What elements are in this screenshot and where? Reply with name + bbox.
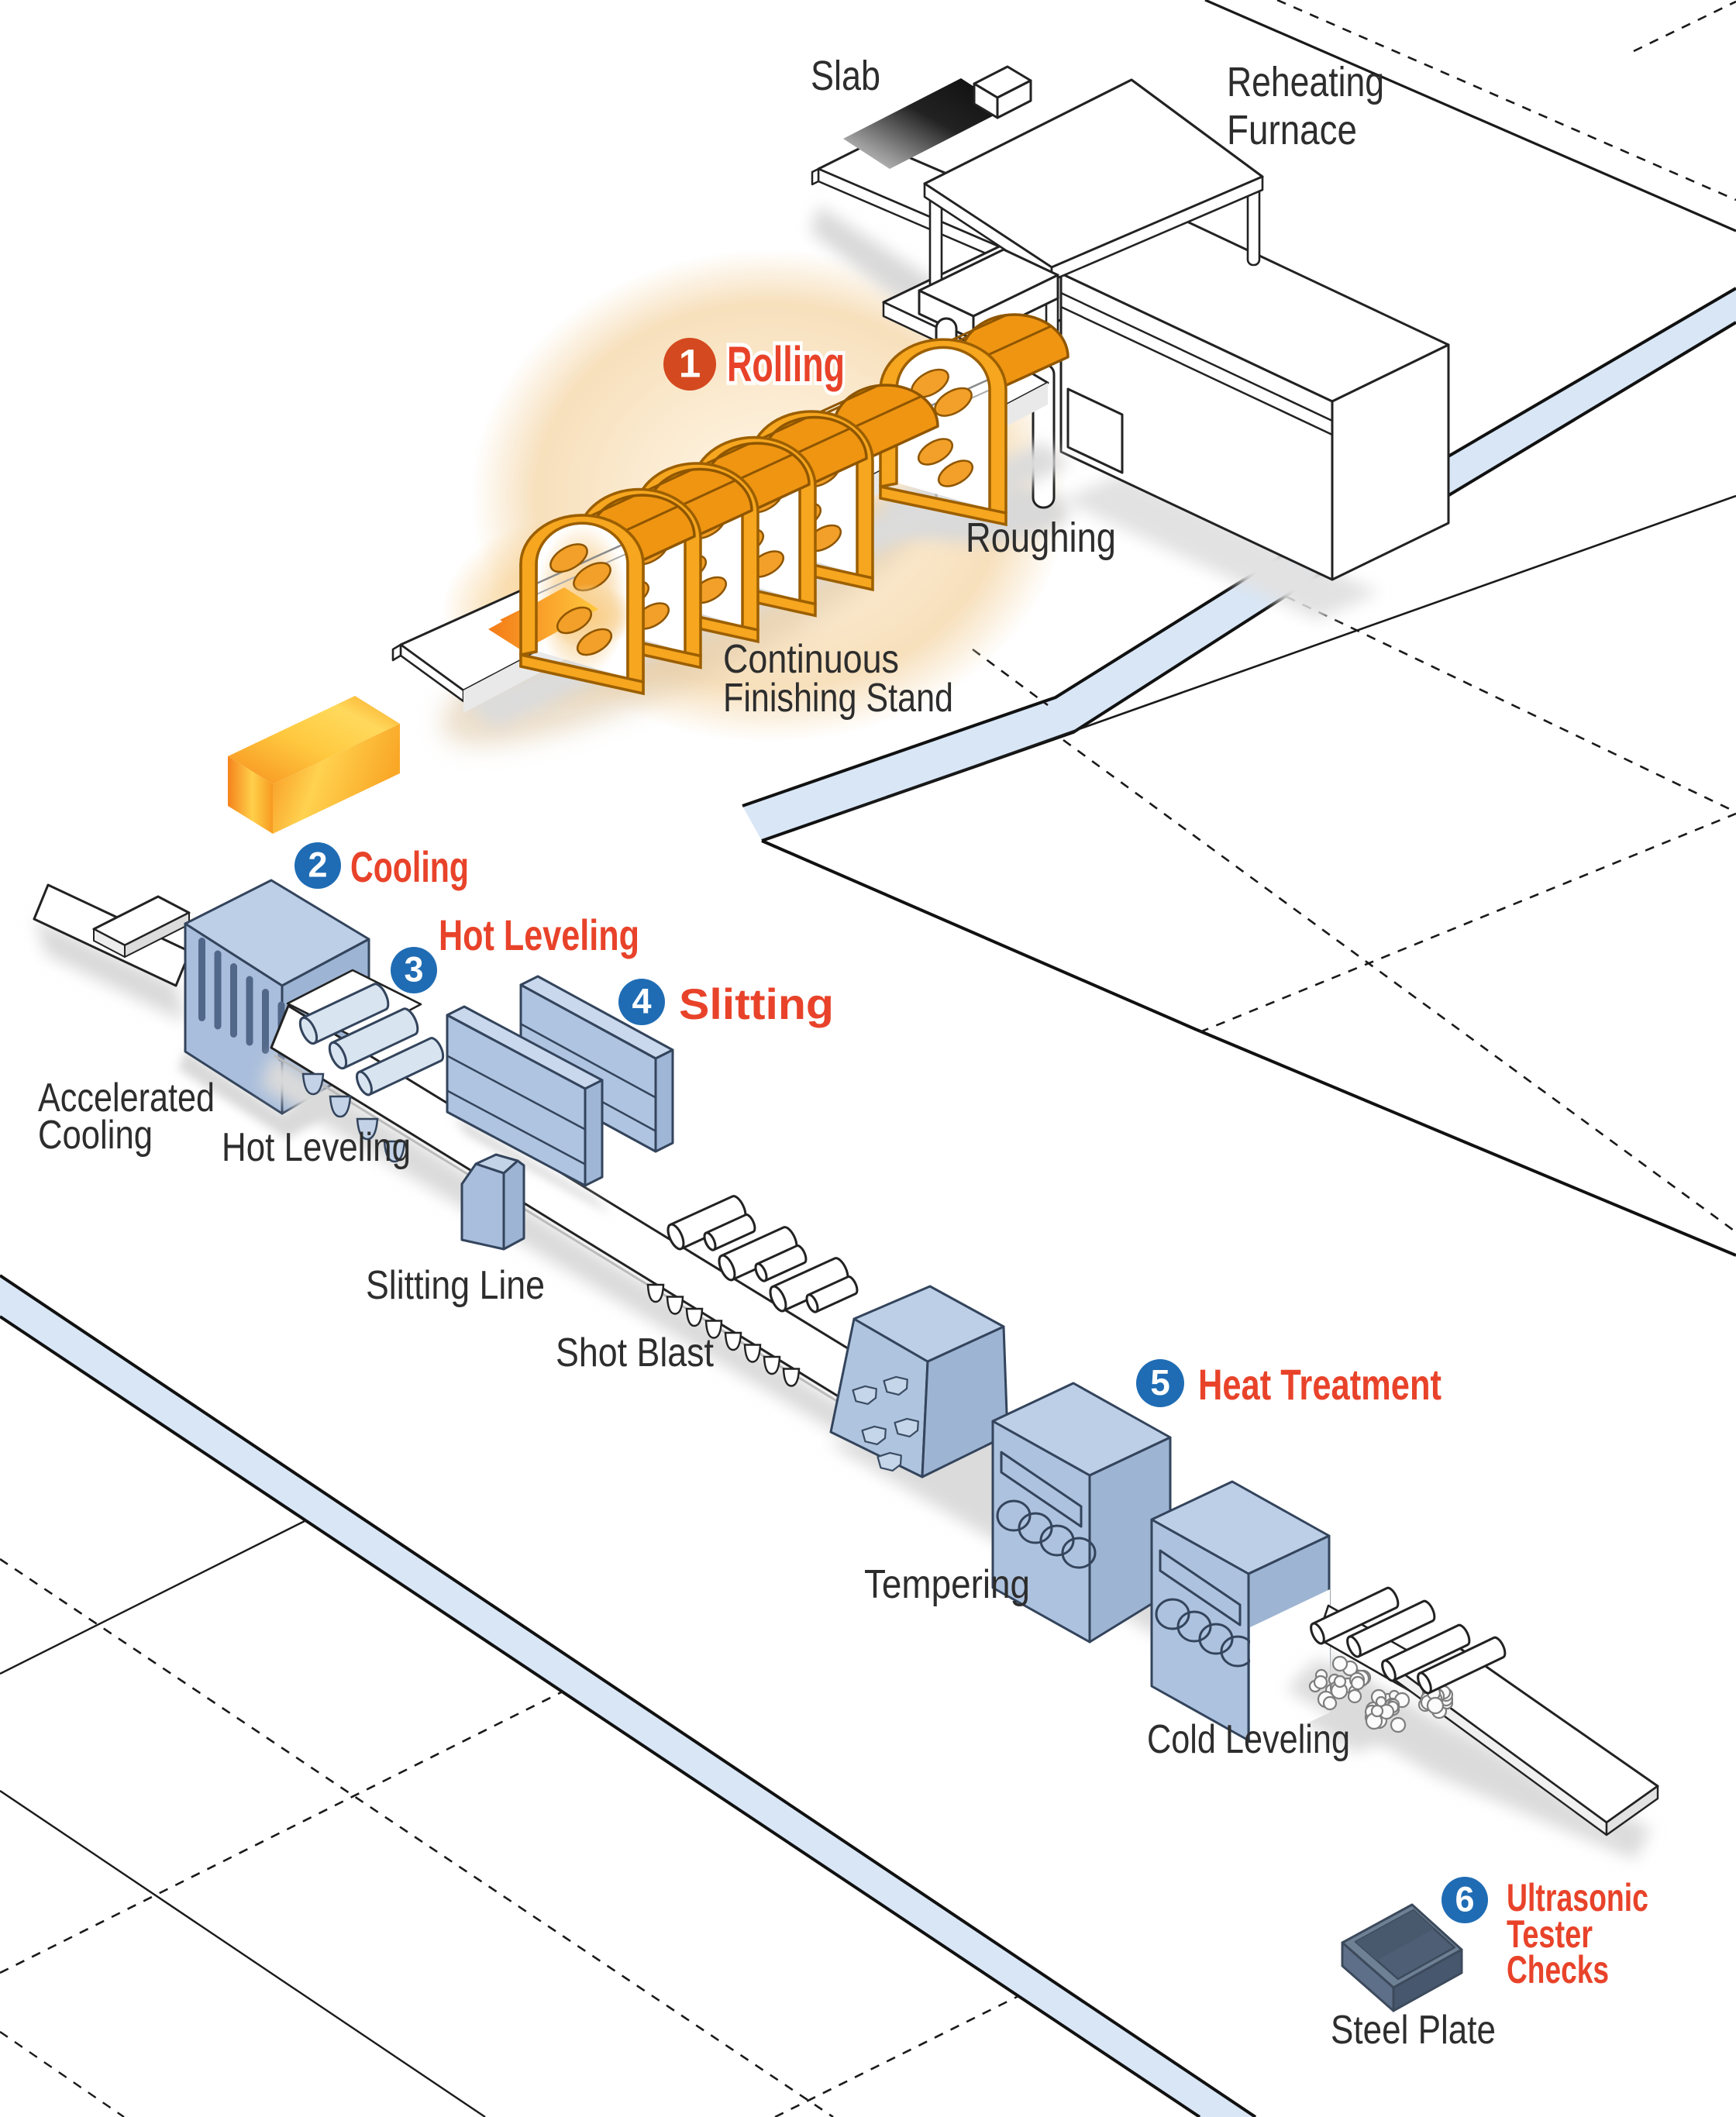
svg-text:Slitting Line: Slitting Line [366, 1263, 545, 1308]
svg-text:Finishing Stand: Finishing Stand [723, 676, 953, 721]
svg-text:Cooling: Cooling [350, 842, 469, 891]
svg-text:Ultrasonic: Ultrasonic [1507, 1876, 1648, 1919]
svg-text:Cold Leveling: Cold Leveling [1147, 1717, 1350, 1762]
svg-text:Roughing: Roughing [966, 515, 1116, 561]
svg-text:Reheating: Reheating [1227, 59, 1384, 105]
svg-text:Slitting: Slitting [679, 979, 834, 1028]
svg-text:1: 1 [679, 341, 701, 385]
svg-text:5: 5 [1150, 1362, 1170, 1403]
svg-text:Cooling: Cooling [38, 1113, 153, 1158]
svg-text:Accelerated: Accelerated [38, 1076, 215, 1120]
svg-text:Rolling: Rolling [727, 336, 845, 392]
svg-text:Hot Leveling: Hot Leveling [439, 910, 639, 959]
svg-text:Slab: Slab [811, 53, 880, 99]
svg-text:Shot Blast: Shot Blast [556, 1330, 714, 1375]
svg-text:Furnace: Furnace [1227, 107, 1357, 153]
svg-text:Hot Leveling: Hot Leveling [222, 1125, 411, 1170]
svg-text:Heat Treatment: Heat Treatment [1198, 1360, 1442, 1409]
svg-text:Tempering: Tempering [864, 1562, 1030, 1607]
svg-text:Continuous: Continuous [723, 637, 899, 682]
svg-text:Steel Plate: Steel Plate [1331, 2008, 1496, 2053]
svg-text:2: 2 [308, 845, 327, 884]
svg-text:6: 6 [1455, 1879, 1474, 1919]
svg-text:Tester: Tester [1507, 1912, 1593, 1956]
svg-text:3: 3 [404, 949, 423, 989]
svg-text:Checks: Checks [1507, 1948, 1609, 1991]
svg-text:4: 4 [632, 981, 651, 1021]
